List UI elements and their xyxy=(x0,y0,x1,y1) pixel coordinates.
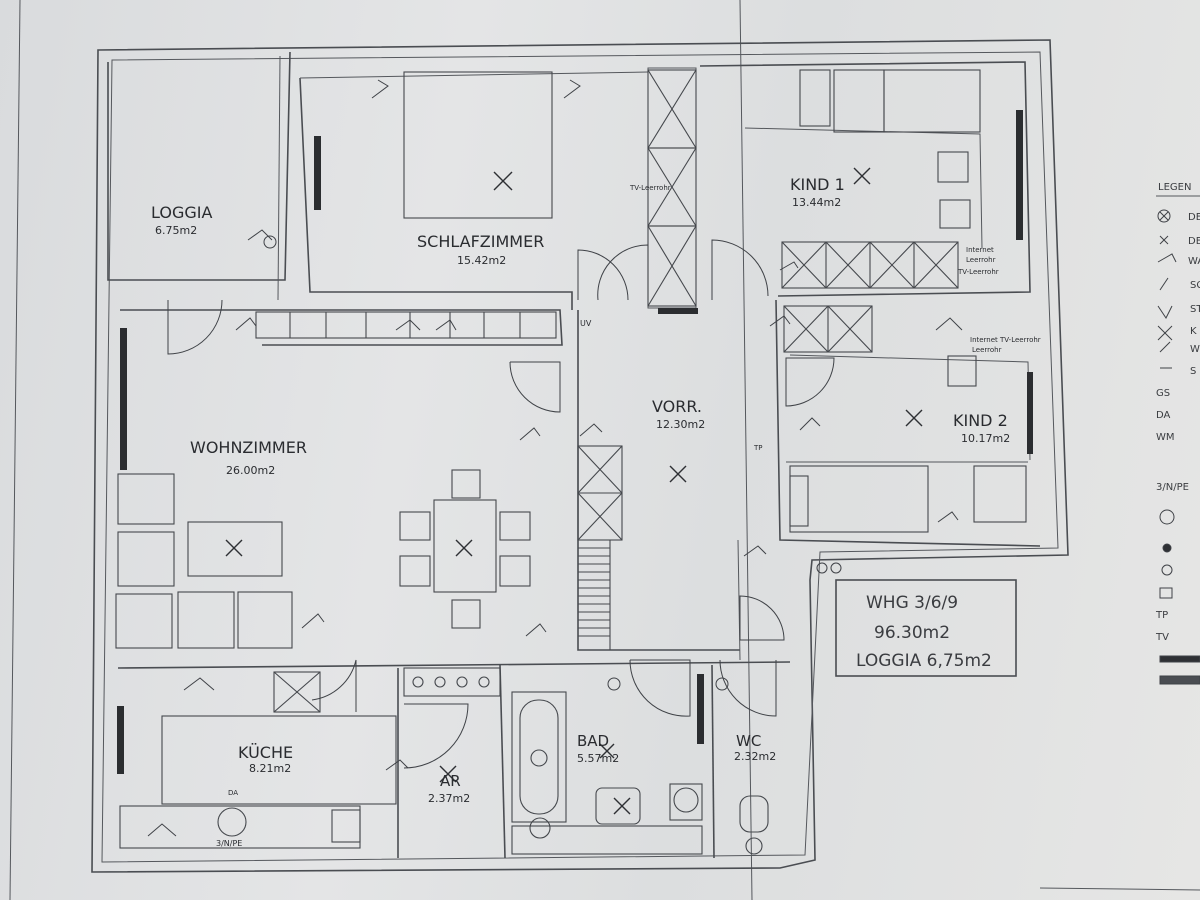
room-bad-name: BAD xyxy=(577,732,609,750)
windows xyxy=(117,110,1033,774)
legend-item-5: ST xyxy=(1190,304,1200,315)
ceiling-lights xyxy=(225,167,923,815)
room-wc-area: 2.32m2 xyxy=(734,750,776,763)
legend-item-2: DE xyxy=(1188,236,1200,247)
apartment-info-box: WHG 3/6/9 96.30m2 LOGGIA 6,75m2 xyxy=(856,593,992,671)
legend: LEGEN DE DE WA SC ST K W S GS DA WM 3/N xyxy=(1155,182,1200,685)
leerrohr-label: Leerrohr xyxy=(966,256,996,264)
info-loggia-area: LOGGIA 6,75m2 xyxy=(856,651,992,671)
da-label: DA xyxy=(228,789,238,797)
room-wohnzimmer-area: 26.00m2 xyxy=(226,464,275,477)
interior-walls xyxy=(107,51,1041,859)
room-wc-name: WC xyxy=(736,732,761,750)
leerrohr-label-2: Leerrohr xyxy=(972,346,1002,354)
legend-item-20: TV xyxy=(1155,632,1169,643)
room-vorr-name: VORR. xyxy=(652,397,702,416)
room-vorr-area: 12.30m2 xyxy=(656,418,705,431)
tp-label: TP xyxy=(753,444,763,452)
legend-item-9: GS xyxy=(1156,388,1170,399)
info-apartment-number: WHG 3/6/9 xyxy=(866,593,958,613)
room-ar-area: 2.37m2 xyxy=(428,792,470,805)
legend-item-1: DE xyxy=(1188,212,1200,223)
room-bad-area: 5.57m2 xyxy=(577,752,619,765)
room-kueche-area: 8.21m2 xyxy=(249,762,291,775)
outlet-symbols xyxy=(147,79,963,837)
tv-leerrohr-label: TV-Leerrohr xyxy=(629,184,671,192)
legend-item-11: WM xyxy=(1156,432,1175,443)
room-kind1-name: KIND 1 xyxy=(790,175,845,194)
uv-label: UV xyxy=(580,319,592,328)
legend-title: LEGEN xyxy=(1158,182,1191,193)
room-kind2-name: KIND 2 xyxy=(953,411,1008,430)
legend-item-8: S xyxy=(1190,366,1196,377)
room-schlafzimmer-name: SCHLAFZIMMER xyxy=(417,232,544,251)
legend-item-3: WA xyxy=(1188,256,1200,267)
furniture xyxy=(115,69,1027,855)
internet-tv-leerrohr-label: Internet TV-Leerrohr xyxy=(970,336,1041,344)
legend-item-19: TP xyxy=(1155,610,1168,621)
legend-item-10: DA xyxy=(1156,410,1171,421)
room-ar-name: AR xyxy=(440,772,461,790)
wardrobes xyxy=(273,69,959,713)
legend-item-6: K xyxy=(1190,326,1197,337)
outer-walls xyxy=(91,39,1069,873)
room-schlafzimmer-area: 15.42m2 xyxy=(457,254,506,267)
room-loggia-area: 6.75m2 xyxy=(155,224,197,237)
tv-leerrohr-label-2: TV-Leerrohr xyxy=(957,268,999,276)
legend-item-4: SC xyxy=(1190,280,1200,291)
room-wohnzimmer-name: WOHNZIMMER xyxy=(190,438,307,457)
sheet-frame xyxy=(9,0,1200,900)
legend-item-7: W xyxy=(1190,344,1200,355)
room-kind1-area: 13.44m2 xyxy=(792,196,841,209)
internet-label: Internet xyxy=(966,246,994,254)
power-label: 3/N/PE xyxy=(216,839,242,848)
room-loggia-name: LOGGIA xyxy=(151,203,212,222)
room-kind2-area: 10.17m2 xyxy=(961,432,1010,445)
doors xyxy=(167,239,835,769)
info-total-area: 96.30m2 xyxy=(874,623,950,643)
legend-item-13: 3/N/PE xyxy=(1156,482,1189,493)
annotations: TV-Leerrohr Internet Leerrohr TV-Leerroh… xyxy=(216,184,1041,848)
room-labels: LOGGIA 6.75m2 SCHLAFZIMMER 15.42m2 KIND … xyxy=(151,175,1010,805)
room-kueche-name: KÜCHE xyxy=(238,743,293,762)
